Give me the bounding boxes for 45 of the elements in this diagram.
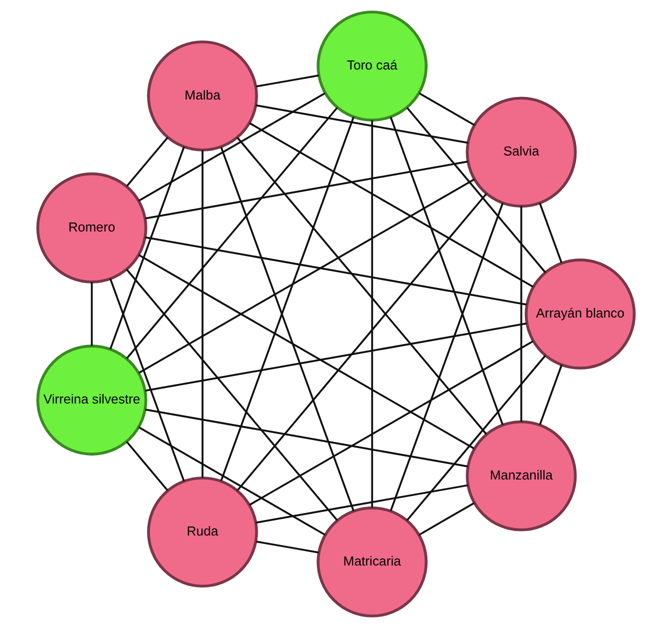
node-circle: Virreina silvestre: [36, 344, 148, 456]
connector: [145, 408, 468, 468]
connector: [109, 146, 185, 350]
node-circle: Ruda: [147, 476, 258, 588]
connector: [249, 122, 534, 288]
connector: [138, 92, 326, 202]
connector: [538, 202, 562, 264]
connector: [418, 502, 475, 536]
connector: [126, 107, 338, 360]
node-circle: Salvia: [466, 96, 577, 208]
connector: [406, 354, 546, 521]
connector: [249, 340, 534, 506]
connector: [138, 254, 475, 450]
connector: [145, 322, 527, 392]
node-circle: Arrayán blanco: [524, 258, 636, 370]
connector: [520, 206, 522, 422]
connector: [390, 116, 504, 426]
connector: [390, 202, 504, 512]
connector: [220, 146, 354, 512]
node-circle: Malba: [147, 40, 258, 152]
connector: [256, 74, 319, 88]
connector: [138, 426, 326, 536]
connector: [202, 150, 204, 478]
node-circle: Romero: [36, 172, 148, 284]
connector: [126, 441, 168, 491]
connector: [145, 236, 527, 306]
connector: [371, 120, 374, 508]
node-circle: Matricaria: [316, 506, 428, 618]
connector: [236, 136, 487, 435]
connector: [138, 178, 475, 374]
connector: [256, 540, 319, 554]
connector: [256, 484, 468, 524]
connector: [539, 364, 563, 425]
connector: [126, 268, 338, 521]
connector: [406, 107, 546, 274]
connector: [418, 92, 475, 126]
connector: [145, 160, 468, 220]
connector: [236, 193, 488, 491]
connector: [256, 104, 468, 144]
node-circle: Manzanilla: [466, 420, 577, 532]
connector: [90, 282, 93, 346]
connector: [109, 278, 185, 482]
connector: [126, 136, 168, 187]
connector: [220, 116, 354, 482]
node-circle: Toro caá: [316, 10, 428, 122]
